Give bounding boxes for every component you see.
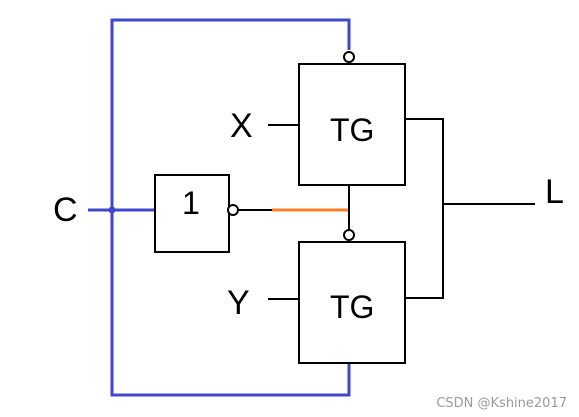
input-x-label: X xyxy=(230,107,253,145)
tg-bottom-control-bubble xyxy=(343,229,355,241)
tg-top-label: TG xyxy=(330,112,374,148)
inverter-label: 1 xyxy=(182,185,200,221)
inverter-bubble xyxy=(227,204,239,216)
output-l-label: L xyxy=(545,173,564,211)
watermark: CSDN @Kshine2017 xyxy=(436,396,567,411)
input-y-label: Y xyxy=(227,284,250,322)
tg-top-control-bubble xyxy=(343,51,355,63)
tg-bottom-label: TG xyxy=(330,289,374,325)
output-wire xyxy=(405,118,535,299)
input-c-label: C xyxy=(53,191,78,229)
transmission-gate-bottom xyxy=(298,241,406,364)
junction-dot xyxy=(108,206,116,214)
control-wire-c xyxy=(88,18,351,397)
